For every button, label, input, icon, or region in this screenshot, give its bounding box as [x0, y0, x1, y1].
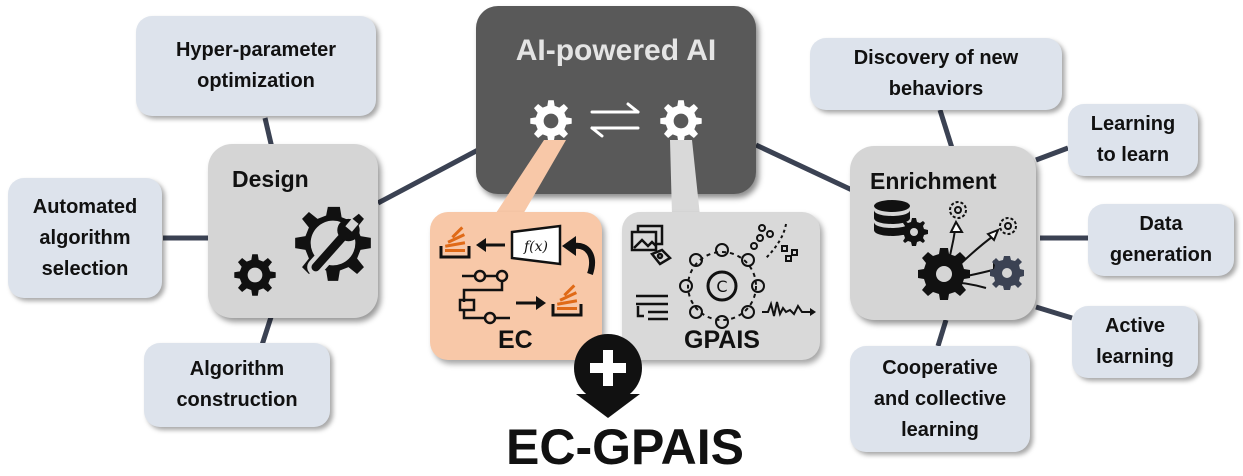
svg-text:C: C [716, 277, 727, 296]
enrichment-item-discovery-of-new-behaviors: Discovery of new behaviors [810, 38, 1062, 110]
ai-powered-ai-box: AI-powered AI [476, 6, 756, 194]
design-item-algorithm-construction: Algorithm construction [144, 343, 330, 427]
function-box-icon: f(x) [510, 224, 562, 266]
central-gear-icon: C [679, 243, 765, 329]
arrow-right-icon [516, 296, 546, 310]
gear-icon [234, 254, 276, 296]
design-item-automated-algorithm-selection: Automated algorithm selection [8, 178, 162, 298]
gear-network-icon [918, 201, 1024, 300]
curved-arrow-icon [562, 236, 595, 275]
enrichment-label: Enrichment [870, 168, 997, 194]
enrichment-item-learning-to-learn: Learning to learn [1068, 104, 1198, 176]
arrow-left-icon [476, 238, 505, 252]
gpais-panel: C GPAIS [622, 212, 820, 360]
svg-text:f(x): f(x) [523, 239, 548, 255]
ec-panel: f(x) EC [430, 212, 602, 360]
gear-icon [660, 100, 702, 142]
design-item-hyperparameter-optimization: Hyper-parameter optimization [136, 16, 376, 116]
flowchart-icon [458, 269, 510, 325]
ai-powered-ai-title: AI-powered AI [515, 34, 717, 67]
stack-icon [439, 226, 471, 259]
images-tag-icon [630, 224, 673, 266]
enrichment-item-data-generation: Data generation [1088, 204, 1234, 276]
design-hub: Design [208, 144, 378, 318]
exchange-arrows-icon [590, 102, 640, 138]
database-gear-icon [874, 200, 928, 246]
ec-gpais-label: EC-GPAIS [506, 419, 744, 475]
signal-icon [762, 300, 816, 317]
plus-arrow-icon [574, 334, 642, 418]
ec-label: EC [498, 326, 533, 354]
stack-icon [551, 284, 583, 317]
wrench-gear-icon [295, 206, 371, 281]
gear-icon [530, 100, 572, 142]
enrichment-hub: Enrichment [850, 146, 1036, 320]
list-icon [636, 294, 668, 321]
gpais-label: GPAIS [684, 326, 760, 354]
design-label: Design [232, 166, 309, 192]
enrichment-item-active-learning: Active learning [1072, 306, 1198, 378]
enrichment-item-cooperative-collective-learning: Cooperative and collective learning [850, 346, 1030, 452]
scatter-icon [750, 223, 798, 262]
